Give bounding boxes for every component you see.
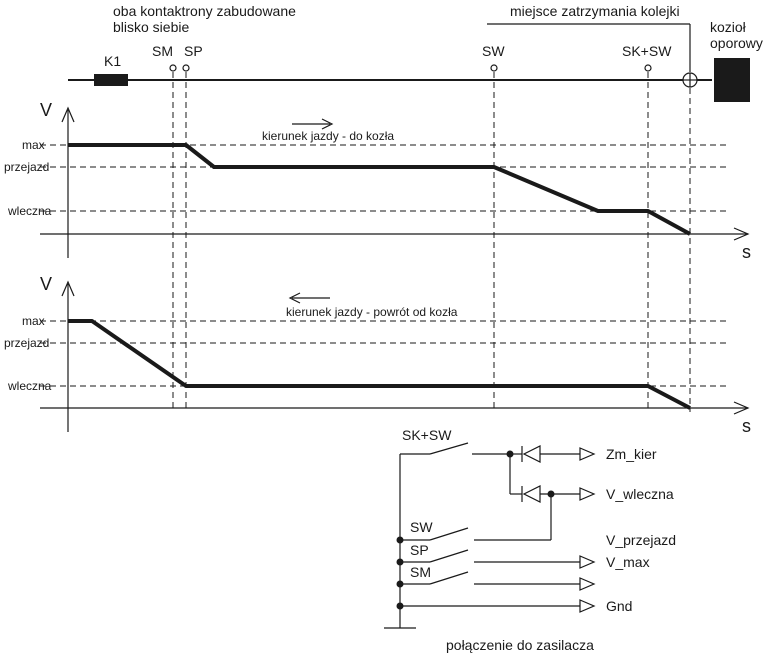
chart2-s-arrow <box>733 401 750 415</box>
reed-note-line2: blisko siebie <box>113 19 189 35</box>
contact-sw-marker <box>490 64 498 72</box>
chart2-speed-profile <box>68 319 691 410</box>
track-section: oba kontaktrony zabudowane blisko siebie… <box>68 3 763 102</box>
output-wleczna-arrow <box>579 487 596 501</box>
stop-place-label: miejsce zatrzymania kolejki <box>510 3 680 19</box>
output-gnd-label: Gnd <box>606 598 632 614</box>
speed-chart-forward: V s max przejazd wleczna kierunek jazdy … <box>4 100 751 262</box>
output-przejazd-label: V_przejazd <box>606 532 676 548</box>
switch-sksw-label: SK+SW <box>402 427 452 443</box>
chart2-v-label: V <box>40 274 52 294</box>
contact-sksw-label: SK+SW <box>622 43 672 59</box>
chart1-direction-label: kierunek jazdy - do kozła <box>262 129 394 143</box>
buffer-stop-label-line1: kozioł <box>710 19 747 35</box>
contact-sp-label: SP <box>184 43 203 59</box>
chart1-speed-profile <box>68 143 691 236</box>
wiring-circuit: SK+SW Zm_kier V_wleczna SW V_przejazd SP <box>384 427 676 653</box>
output-wleczna-label: V_wleczna <box>606 486 674 502</box>
chart2-v-arrow <box>61 280 75 297</box>
chart1-przejazd-label: przejazd <box>4 160 49 174</box>
reed-note-line1: oba kontaktrony zabudowane <box>113 3 296 19</box>
output-vmax-label: V_max <box>606 554 650 570</box>
contact-k1 <box>94 74 128 86</box>
chart1-wleczna-label: wleczna <box>7 204 52 218</box>
output-sm-arrow <box>579 577 596 591</box>
contact-sm-marker <box>169 64 177 72</box>
position-guides <box>172 72 691 412</box>
switch-sp-label: SP <box>410 542 429 558</box>
chart1-s-label: s <box>742 242 751 262</box>
chart2-przejazd-label: przejazd <box>4 336 49 350</box>
diode-zm-kier <box>522 445 541 463</box>
chart1-s-arrow <box>733 227 750 241</box>
contact-sw-label: SW <box>482 43 505 59</box>
switch-sksw <box>429 442 469 455</box>
switch-sm <box>429 571 469 585</box>
output-zm-kier-arrow <box>579 447 596 461</box>
chart2-max-label: max <box>22 314 45 328</box>
chart2-s-label: s <box>742 416 751 436</box>
contact-k1-label: K1 <box>104 53 121 69</box>
chart1-max-label: max <box>22 138 45 152</box>
circuit-caption: połączenie do zasilacza <box>446 637 594 653</box>
speed-chart-return: V s max przejazd wleczna kierunek jazdy … <box>4 274 751 436</box>
switch-sw-label: SW <box>410 519 433 535</box>
buffer-stop-label-line2: oporowy <box>710 35 763 51</box>
chart2-wleczna-label: wleczna <box>7 379 52 393</box>
contact-sm-label: SM <box>152 43 173 59</box>
diode-wleczna <box>522 485 541 503</box>
output-vmax-arrow <box>579 555 596 569</box>
contact-sksw-marker <box>644 64 652 72</box>
buffer-stop-block <box>714 58 750 102</box>
chart1-v-label: V <box>40 100 52 120</box>
switch-sp <box>429 549 469 563</box>
switch-sw <box>429 527 469 541</box>
switch-sm-label: SM <box>410 564 431 580</box>
contact-sp-marker <box>182 64 190 72</box>
output-zm-kier-label: Zm_kier <box>606 446 657 462</box>
chart2-direction-label: kierunek jazdy - powrót od kozła <box>286 305 458 319</box>
chart1-v-arrow <box>61 106 75 123</box>
output-gnd-arrow <box>579 599 596 613</box>
